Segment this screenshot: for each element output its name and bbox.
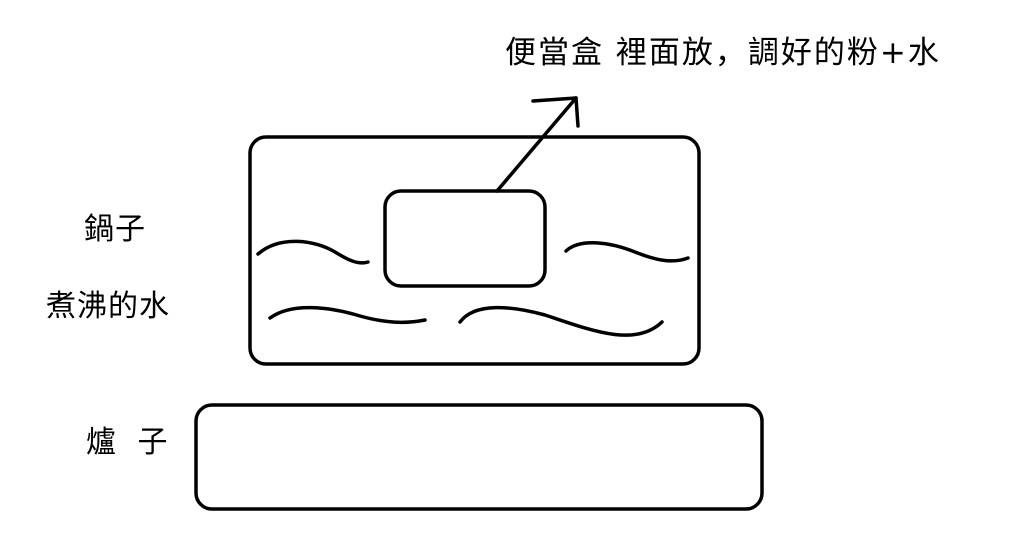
water-wave-upper-right (564, 241, 690, 263)
stove-label: 爐 子 (86, 425, 174, 460)
water-wave-lower-left (268, 305, 427, 325)
lunchbox-outline (383, 189, 547, 288)
pot-label: 鍋子 (84, 212, 146, 247)
arrow-to-label-icon (495, 96, 580, 193)
lunchbox-label: 便當盒 裡面放，調好的粉+水 (505, 35, 941, 71)
boiling-water-label: 煮沸的水 (46, 289, 170, 324)
stove-outline (194, 403, 764, 511)
water-wave-lower-right (458, 305, 664, 337)
pot-outline (248, 135, 701, 366)
water-wave-upper-left (256, 239, 370, 265)
